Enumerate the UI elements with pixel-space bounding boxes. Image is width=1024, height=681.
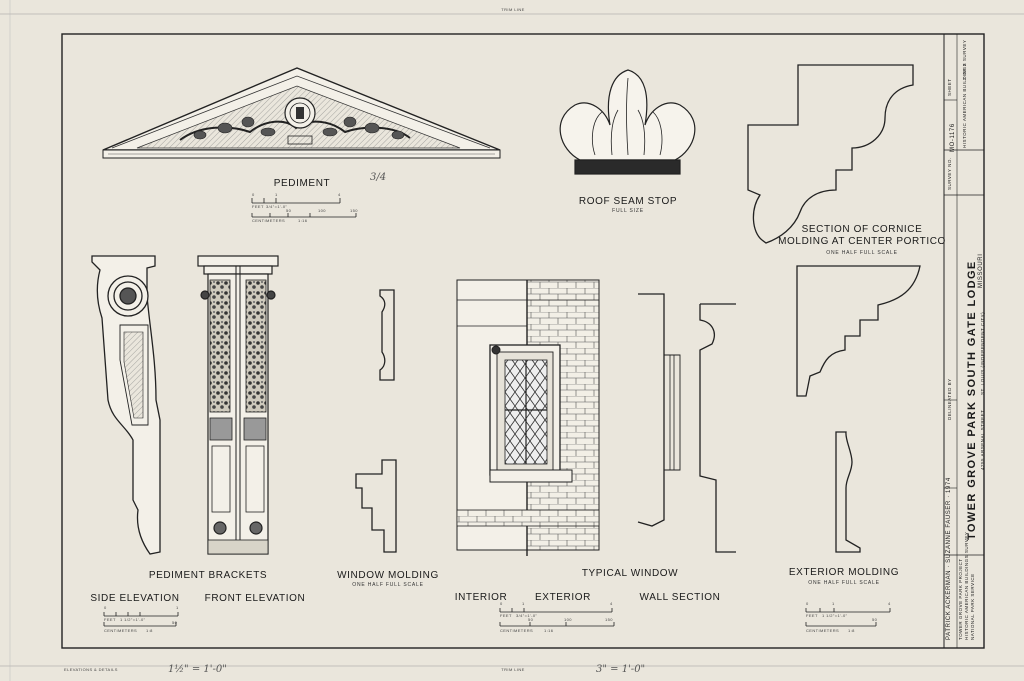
scale-feet-label: FEET — [500, 613, 512, 618]
handwritten-scale-left: 1½" = 1'-0" — [168, 664, 227, 675]
scale-tick: 0 — [500, 601, 503, 606]
window-molding-scale: ONE HALF FULL SCALE — [352, 582, 424, 588]
scale-cm-ratio: 1:8 — [146, 628, 153, 633]
scale-cm-label: CENTIMETERS — [806, 628, 840, 633]
scale-tick: 50 — [286, 208, 292, 213]
scale-tick: 4 — [888, 601, 891, 606]
bracket-front-elevation — [197, 255, 279, 555]
agency-line-2: NATIONAL PARK SERVICE — [970, 573, 975, 640]
upper-exterior-profile — [796, 265, 921, 397]
bracket-side-elevation — [91, 255, 161, 555]
scale-tick: 100 — [564, 617, 572, 622]
scale-tick: 150 — [605, 617, 613, 622]
scale-tick: 0 — [806, 601, 809, 606]
roof-seam-stop-drawing — [559, 69, 696, 175]
exterior-molding-title: EXTERIOR MOLDING — [788, 567, 900, 578]
pediment-brackets-title: PEDIMENT BRACKETS — [148, 570, 268, 581]
wall-section-drawing — [637, 293, 736, 553]
scale-cm-label: CENTIMETERS — [500, 628, 534, 633]
scale-feet-ratio: 1 1/2"=1'-0" — [120, 617, 146, 622]
scale-feet-label: FEET — [252, 204, 264, 209]
exterior-label: EXTERIOR — [535, 592, 591, 603]
handwritten-pediment-note: 3/4 — [370, 172, 387, 183]
cornice-title-line1: SECTION OF CORNICE — [801, 224, 923, 235]
exterior-molding-scale: ONE HALF FULL SCALE — [808, 580, 880, 586]
front-elevation-label: FRONT ELEVATION — [204, 593, 306, 604]
cornice-scale: ONE HALF FULL SCALE — [826, 250, 898, 256]
project-name: TOWER GROVE PARK PROJECT — [958, 558, 963, 640]
building-state: MISSOURI — [978, 253, 984, 288]
pediment-drawing — [102, 67, 501, 159]
window-molding-profiles — [355, 289, 397, 553]
scale-feet-ratio: 3/4"=1'-0" — [266, 204, 288, 209]
building-name: TOWER GROVE PARK SOUTH GATE LODGE — [966, 260, 978, 540]
bottom-left-note: ELEVATIONS & DETAILS — [64, 667, 118, 672]
delineators: PATRICK ACKERMAN · SUZANNE FAUSER · 1974 — [946, 477, 952, 640]
scale-cm-ratio: 1:16 — [544, 628, 554, 633]
scale-cm-ratio: 1:8 — [848, 628, 855, 633]
interior-label: INTERIOR — [454, 592, 508, 603]
sheet-number: 2 OF 2 — [962, 63, 967, 80]
top-trim-mark: TRIM LINE — [501, 7, 525, 12]
building-city: ST. LOUIS (INDEPENDENT CITY) — [980, 311, 985, 395]
survey-name: HISTORIC AMERICAN BUILDINGS SURVEY — [962, 39, 967, 148]
cornice-title-line2: MOLDING AT CENTER PORTICO — [778, 236, 946, 247]
scale-feet-label: FEET — [104, 617, 116, 622]
scale-bars — [103, 198, 891, 627]
bottom-trim-mark: TRIM LINE — [501, 667, 525, 672]
handwritten-scale-right: 3" = 1'-0" — [596, 664, 646, 675]
scale-feet-label: FEET — [806, 613, 818, 618]
building-address: 4255 ARSENAL STREET — [980, 409, 985, 470]
scale-tick: 50 — [872, 617, 878, 622]
typical-window-title: TYPICAL WINDOW — [581, 568, 679, 579]
scale-tick: 0 — [104, 605, 107, 610]
typical-window-drawing — [456, 279, 600, 556]
scale-tick: 100 — [318, 208, 326, 213]
exterior-molding-profile — [835, 431, 861, 553]
survey-number: MO-1176 — [950, 123, 956, 152]
side-elevation-label: SIDE ELEVATION — [90, 593, 180, 604]
wall-section-label: WALL SECTION — [639, 592, 721, 603]
scale-tick: 50 — [172, 620, 178, 625]
scale-tick: 1 — [275, 192, 278, 197]
roof-seam-stop-scale: FULL SIZE — [612, 208, 644, 214]
scale-tick: 4 — [338, 192, 341, 197]
scale-feet-ratio: 3/4"=1'-0" — [516, 613, 538, 618]
scale-cm-label: CENTIMETERS — [104, 628, 138, 633]
survey-number-label: SURVEY NO. — [947, 157, 952, 190]
agency-line-1: HISTORIC AMERICAN BUILDINGS SURVEY — [964, 531, 969, 640]
delineated-by: DELINEATED BY — [947, 378, 952, 420]
scale-feet-ratio: 1 1/2"=1'-0" — [822, 613, 848, 618]
sheet-label: SHEET — [947, 78, 952, 96]
roof-seam-stop-title: ROOF SEAM STOP — [578, 196, 678, 207]
scale-tick: 1 — [832, 601, 835, 606]
scale-cm-label: CENTIMETERS — [252, 218, 286, 223]
scale-tick: 1 — [176, 605, 179, 610]
scale-tick: 4 — [610, 601, 613, 606]
scale-tick: 1 — [522, 601, 525, 606]
cornice-molding-profile — [747, 64, 914, 244]
window-molding-title: WINDOW MOLDING — [337, 570, 439, 581]
pediment-title: PEDIMENT — [273, 178, 331, 189]
scale-tick: 150 — [350, 208, 358, 213]
scale-cm-ratio: 1:16 — [298, 218, 308, 223]
scale-tick: 0 — [252, 192, 255, 197]
scale-tick: 50 — [528, 617, 534, 622]
